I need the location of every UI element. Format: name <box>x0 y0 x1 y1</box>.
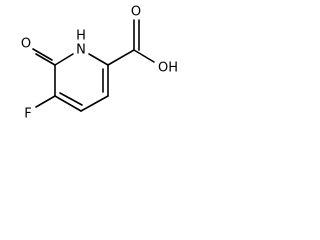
structure-diagram: O N H O OH F <box>21 5 178 122</box>
hydroxyl-label: OH <box>158 61 178 76</box>
bond-c3-c4-inner <box>59 92 83 106</box>
bond-c6-ccooh <box>107 49 135 66</box>
bond-c3-f <box>35 95 56 108</box>
oxygen-carbonyl-label: O <box>131 5 141 20</box>
bond-n1-c2 <box>54 53 74 66</box>
pyridine-ring <box>54 53 109 112</box>
bond-c2-o-a <box>35 53 56 66</box>
nitrogen-label: N <box>76 43 86 58</box>
bond-c6-n1 <box>88 53 109 66</box>
bond-c3-c4 <box>54 95 82 112</box>
carboxylic-acid-group <box>107 19 155 66</box>
bond-c4-c5 <box>80 95 109 112</box>
bond-c2-o-b <box>32 48 53 61</box>
bond-c-oh <box>133 49 155 63</box>
keto-group <box>32 48 56 66</box>
nh-hydrogen-label: H <box>76 29 86 44</box>
fluorine-label: F <box>24 107 31 122</box>
oxygen-keto-label: O <box>21 37 31 52</box>
